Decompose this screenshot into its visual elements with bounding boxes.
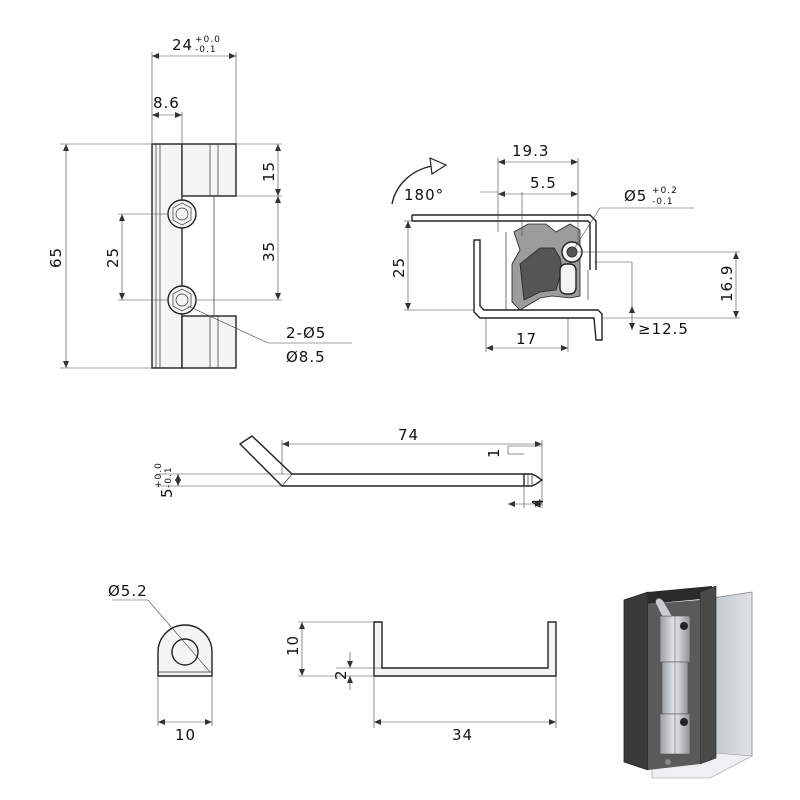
- hinge-knuckle-top: [181, 143, 237, 197]
- pin-body: [238, 435, 525, 487]
- dim-pin-tol-upper: +0.2: [652, 186, 678, 196]
- dim-clip-length: 34: [452, 726, 473, 744]
- dim-width-tol-upper: +0.0: [195, 35, 221, 45]
- dim-side-height-right: 16.9: [718, 265, 736, 302]
- clip-body: [373, 621, 557, 677]
- dim-hole-pitch-left: 25: [104, 247, 122, 268]
- dim-hole-pitch-right: 35: [260, 241, 278, 262]
- dim-min-clearance: ≥12.5: [638, 320, 689, 338]
- dim-pin-tol-upper: +0.0: [154, 462, 164, 488]
- rotation-arrow-icon: [391, 165, 433, 205]
- hinge-knuckle-bottom: [181, 315, 237, 369]
- dim-side-offset-inner: 5.5: [530, 174, 557, 192]
- dim-top-knuckle: 15: [260, 161, 278, 182]
- washer-hole: [171, 638, 199, 666]
- screw-hole-top: [167, 199, 197, 229]
- dim-clip-thickness: 2: [332, 669, 350, 680]
- dim-pin-chamfer: 1: [485, 447, 503, 458]
- front-view: 24 +0.0 -0.1 8.6 65 25 15 35 2-Ø5 Ø8.5: [47, 35, 352, 369]
- dim-pin-tol-lower: -0.1: [652, 197, 674, 207]
- side-view: 180°: [390, 142, 740, 352]
- dim-side-width-outer: 19.3: [512, 142, 549, 160]
- dim-washer-hole: Ø5.2: [108, 582, 148, 600]
- side-bottom-leaf: [473, 239, 603, 341]
- washer-view: Ø5.2 10: [108, 582, 213, 744]
- dim-counterbore: Ø8.5: [286, 348, 326, 366]
- pin-view: 74 1 4 5 +0.0 -0.1: [154, 426, 547, 508]
- product-illustration: [623, 585, 754, 779]
- rotation-label: 180°: [404, 186, 444, 204]
- dim-total-height: 65: [47, 247, 65, 268]
- dim-width-main: 24: [172, 36, 193, 54]
- dim-side-height-left: 25: [390, 257, 408, 278]
- panel-dark: [623, 591, 649, 771]
- product-pin-handle: [655, 598, 673, 617]
- dim-leaf-offset: 8.6: [153, 94, 180, 112]
- clip-view: 10 2 34: [284, 621, 557, 744]
- dim-hole-note: 2-Ø5: [286, 324, 326, 342]
- dim-pin-tol-lower: -0.1: [164, 466, 174, 488]
- side-top-leaf: [411, 214, 597, 270]
- dim-pin-dia: Ø5: [624, 187, 647, 205]
- dim-side-bottom-width: 17: [516, 330, 537, 348]
- dim-pin-dia: 5: [158, 487, 176, 498]
- dim-width-tol-lower: -0.1: [195, 45, 217, 55]
- dim-pin-tip: 4: [529, 497, 547, 508]
- dim-washer-width: 10: [175, 726, 196, 744]
- hinge-leaf-left: [151, 143, 183, 369]
- screw-hole-bottom: [167, 285, 197, 315]
- dim-clip-height: 10: [284, 635, 302, 656]
- dim-pin-length: 74: [398, 426, 419, 444]
